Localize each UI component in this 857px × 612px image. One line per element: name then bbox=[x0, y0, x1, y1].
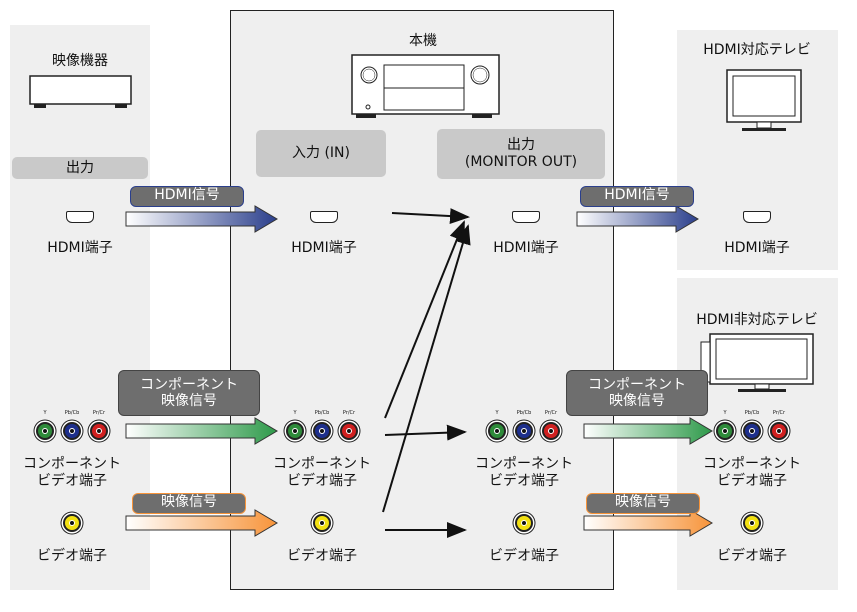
pr-component-jack bbox=[542, 422, 560, 440]
output-label-line1: 出力 bbox=[507, 137, 535, 153]
composite-video-jack bbox=[313, 514, 331, 532]
nonhdmi-tv-title: HDMI非対応テレビ bbox=[696, 312, 818, 328]
pill-line2: 映像信号 bbox=[161, 393, 217, 409]
video-signal-pill-in: 映像信号 bbox=[132, 493, 246, 514]
source-panel bbox=[10, 25, 150, 590]
tv-hdmi-port bbox=[743, 211, 771, 223]
component-label-line1: コンポーネント bbox=[273, 456, 371, 472]
component-signal-pill-out: コンポーネント映像信号 bbox=[566, 370, 708, 416]
video-label: ビデオ端子 bbox=[717, 548, 787, 564]
jack-label: Y bbox=[495, 410, 499, 416]
jack-label: Y bbox=[723, 410, 727, 416]
pr-component-jack bbox=[340, 422, 358, 440]
nonhdmi-tv-icon bbox=[700, 333, 814, 392]
video-label: ビデオ端子 bbox=[37, 548, 107, 564]
pb-component-jack bbox=[63, 422, 81, 440]
composite-video-jack bbox=[743, 514, 761, 532]
output-label-line2: (MONITOR OUT) bbox=[464, 154, 578, 170]
y-component-jack bbox=[488, 422, 506, 440]
hdmi-arrow-in bbox=[125, 205, 278, 233]
tv-hdmi-label: HDMI端子 bbox=[724, 240, 790, 256]
jack-label: Pr/Cr bbox=[92, 410, 106, 416]
jack-label: Pb/Cb bbox=[516, 410, 532, 416]
jack-label: Y bbox=[293, 410, 297, 416]
video-label: ビデオ端子 bbox=[287, 548, 357, 564]
video-arrow-in bbox=[125, 509, 278, 537]
pb-component-jack bbox=[313, 422, 331, 440]
pr-component-jack bbox=[770, 422, 788, 440]
source-hdmi-port bbox=[66, 211, 94, 223]
video-signal-pill-out: 映像信号 bbox=[586, 493, 700, 514]
component-label-line1: コンポーネント bbox=[475, 456, 573, 472]
hdmi-signal-pill-in: HDMI信号 bbox=[130, 186, 244, 207]
pb-component-jack bbox=[743, 422, 761, 440]
component-label-line1: コンポーネント bbox=[703, 456, 801, 472]
pb-component-jack bbox=[515, 422, 533, 440]
jack-label: Pr/Cr bbox=[544, 410, 558, 416]
component-label-line2: ビデオ端子 bbox=[287, 473, 357, 489]
jack-label: Pb/Cb bbox=[314, 410, 330, 416]
av-receiver-icon bbox=[351, 54, 500, 118]
unit-input-label: 入力 (IN) bbox=[256, 130, 386, 177]
jack-label: Pb/Cb bbox=[64, 410, 80, 416]
component-label-line2: ビデオ端子 bbox=[717, 473, 787, 489]
component-signal-pill-in: コンポーネント映像信号 bbox=[118, 370, 260, 416]
unit-title: 本機 bbox=[409, 33, 437, 49]
source-hdmi-label: HDMI端子 bbox=[47, 240, 113, 256]
composite-video-jack bbox=[515, 514, 533, 532]
pr-component-jack bbox=[90, 422, 108, 440]
hdmi-tv-icon bbox=[726, 69, 802, 131]
video-player-icon bbox=[29, 75, 132, 108]
y-component-jack bbox=[36, 422, 54, 440]
hdmi-arrow-out bbox=[576, 205, 699, 233]
unit-hdmi-out-port bbox=[512, 211, 540, 223]
component-arrow-in bbox=[125, 417, 278, 445]
jack-label: Pr/Cr bbox=[772, 410, 786, 416]
component-arrow-out bbox=[583, 417, 713, 445]
unit-hdmi-in-port bbox=[310, 211, 338, 223]
video-label: ビデオ端子 bbox=[489, 548, 559, 564]
pill-line1: コンポーネント bbox=[140, 377, 238, 393]
unit-hdmi-in-label: HDMI端子 bbox=[291, 240, 357, 256]
y-component-jack bbox=[286, 422, 304, 440]
source-output-label: 出力 bbox=[12, 157, 148, 179]
hdmi-tv-title: HDMI対応テレビ bbox=[703, 42, 811, 58]
jack-label: Pr/Cr bbox=[342, 410, 356, 416]
pill-line1: コンポーネント bbox=[588, 377, 686, 393]
video-arrow-out bbox=[583, 509, 713, 537]
jack-label: Y bbox=[43, 410, 47, 416]
unit-hdmi-out-label: HDMI端子 bbox=[493, 240, 559, 256]
component-label-line2: ビデオ端子 bbox=[489, 473, 559, 489]
jack-label: Pb/Cb bbox=[744, 410, 760, 416]
signal-arrows bbox=[125, 205, 713, 537]
component-label-line1: コンポーネント bbox=[23, 456, 121, 472]
pill-line2: 映像信号 bbox=[609, 393, 665, 409]
component-label-line2: ビデオ端子 bbox=[37, 473, 107, 489]
routing-arrows bbox=[382, 208, 471, 538]
y-component-jack bbox=[716, 422, 734, 440]
unit-output-label: 出力(MONITOR OUT) bbox=[437, 129, 605, 179]
hdmi-signal-pill-out: HDMI信号 bbox=[580, 186, 694, 207]
source-title: 映像機器 bbox=[52, 53, 108, 69]
composite-video-jack bbox=[63, 514, 81, 532]
